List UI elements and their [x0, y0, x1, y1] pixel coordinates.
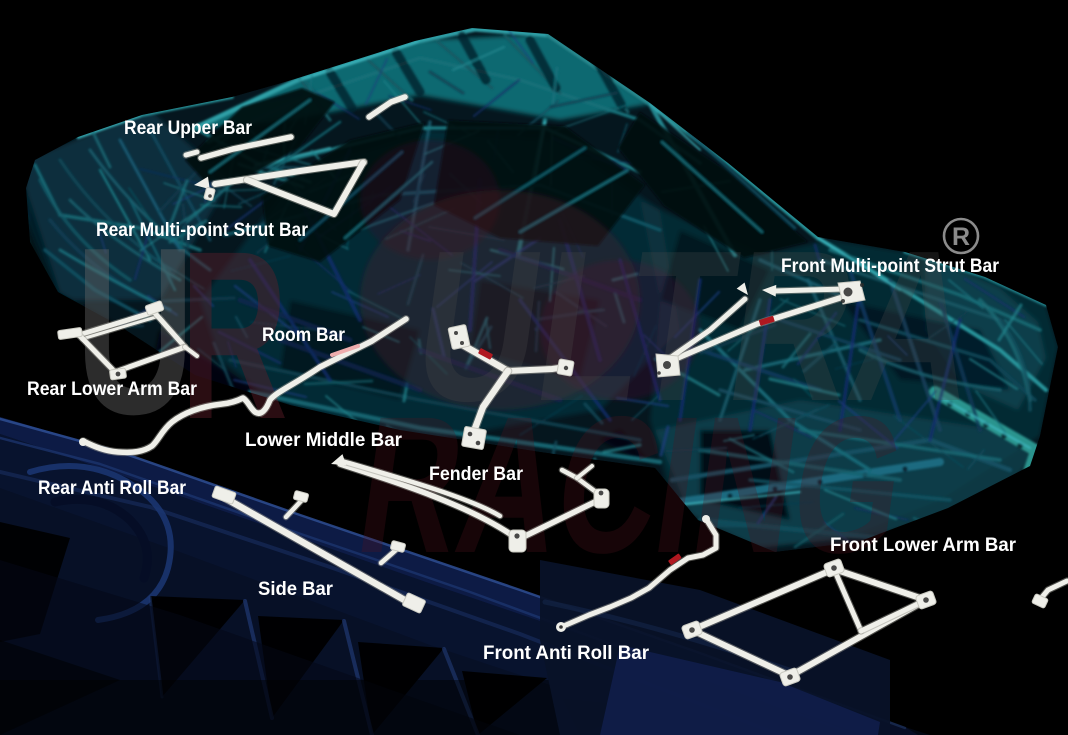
svg-text:Rear Lower Arm Bar: Rear Lower Arm Bar — [27, 379, 198, 400]
svg-text:Room Bar: Room Bar — [262, 325, 346, 346]
svg-text:Rear Anti Roll Bar: Rear Anti Roll Bar — [38, 478, 187, 499]
svg-text:Rear Upper Bar: Rear Upper Bar — [124, 118, 253, 139]
svg-text:R: R — [952, 223, 970, 251]
svg-text:RACING: RACING — [347, 376, 918, 594]
svg-text:ULTRA: ULTRA — [402, 205, 991, 446]
svg-text:Front Multi-point Strut Bar: Front Multi-point Strut Bar — [781, 256, 1000, 277]
svg-text:Rear Multi-point Strut Bar: Rear Multi-point Strut Bar — [96, 220, 309, 241]
svg-text:Lower Middle Bar: Lower Middle Bar — [245, 430, 403, 451]
svg-text:Front Lower Arm Bar: Front Lower Arm Bar — [830, 535, 1017, 556]
svg-text:R: R — [180, 201, 288, 469]
svg-text:Front Anti Roll Bar: Front Anti Roll Bar — [483, 643, 650, 664]
svg-text:Fender Bar: Fender Bar — [429, 464, 524, 485]
svg-text:Side Bar: Side Bar — [258, 579, 334, 600]
